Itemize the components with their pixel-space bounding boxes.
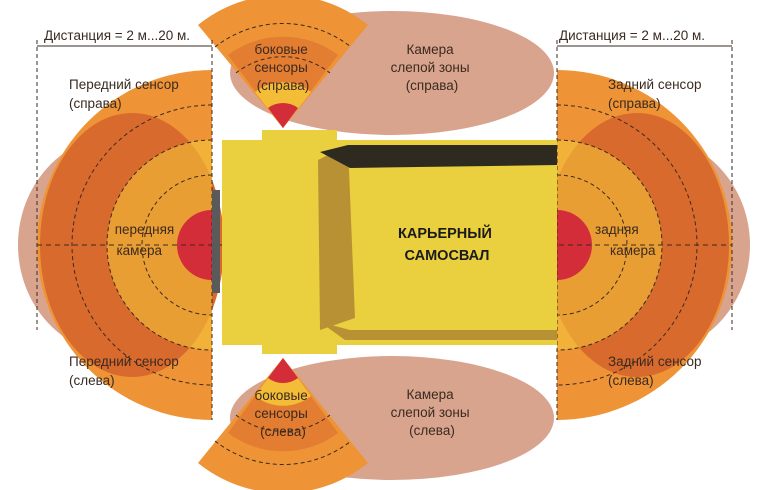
- front-camera-label: передняя камера: [115, 222, 178, 258]
- front-camera-zone: [107, 140, 212, 350]
- blind-camera-bottom-label: Камера слепой зоны (слева): [391, 387, 474, 438]
- front-sensor-right-label: Передний сенсор (справа): [69, 77, 183, 111]
- truck-dump-body: [320, 140, 557, 345]
- truck-front-bumper: [212, 190, 220, 293]
- rear-camera-zone: [557, 140, 662, 350]
- side-sensors-bottom-label: боковые сенсоры (слева): [254, 388, 311, 439]
- rear-sensor-right-label: Задний сенсор (справа): [608, 77, 705, 111]
- distance-label-right: Дистанция = 2 м...20 м.: [559, 28, 705, 43]
- labels: Дистанция = 2 м...20 м. Дистанция = 2 м.…: [44, 28, 705, 439]
- truck-cab: [222, 140, 332, 345]
- front-range-arcs: [71, 104, 213, 386]
- distance-label-left: Дистанция = 2 м...20 м.: [44, 28, 190, 43]
- blind-camera-top-label: Камера слепой зоны (справа): [391, 42, 474, 93]
- side-sensor-top-core: [268, 102, 298, 128]
- truck-canopy-edge: [320, 145, 557, 168]
- rear-sensor-left-label: Задний сенсор (слева): [608, 354, 705, 388]
- rear-camera-label: задняя камера: [595, 222, 656, 258]
- side-sensor-bottom-core: [268, 358, 298, 383]
- rear-camera-core: [557, 210, 592, 280]
- side-range-arcs: [214, 23, 352, 465]
- truck-label: КАРЬЕРНЫЙ САМОСВАЛ: [398, 224, 496, 264]
- mining-truck: [212, 130, 557, 354]
- truck-canopy-lower: [320, 322, 557, 340]
- side-sensors-top-label: боковые сенсоры (справа): [254, 42, 311, 93]
- front-sensor-left-label: Передний сенсор (слева): [69, 354, 183, 388]
- truck-canopy-shadow: [318, 145, 355, 330]
